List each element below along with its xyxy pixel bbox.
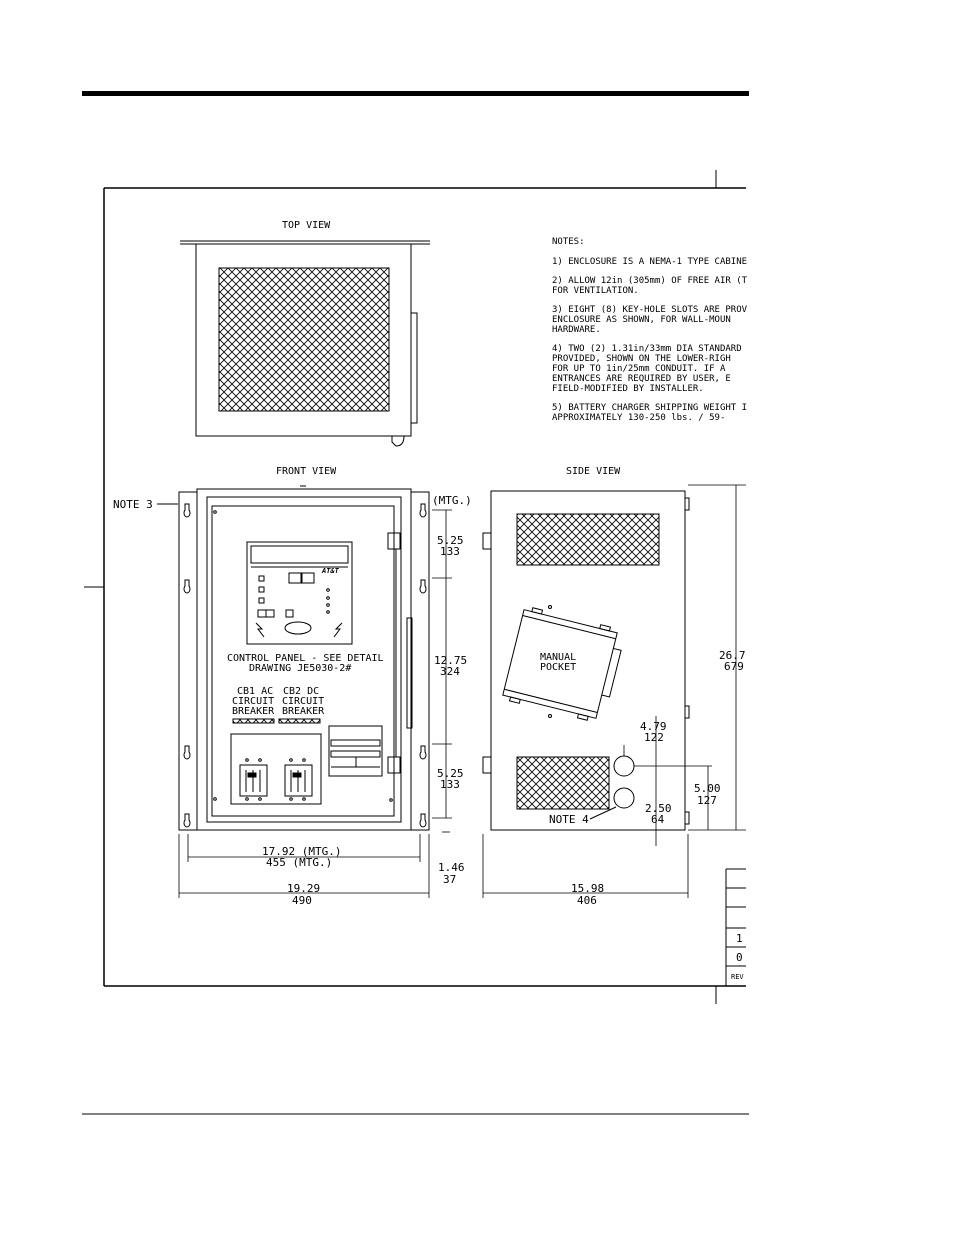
dim-value: 64 [651, 813, 665, 826]
note-line: 3) EIGHT (8) KEY-HOLE SLOTS ARE PROV [552, 305, 748, 315]
dim-value: 4.79 [640, 720, 667, 733]
dim-value: 26.7 [719, 649, 746, 662]
cb2-label: CIRCUIT [282, 696, 324, 707]
note-line: FIELD-MODIFIED BY INSTALLER. [552, 384, 704, 394]
dim-value: 5.25 [437, 534, 464, 547]
revision-number: 0 [736, 951, 743, 964]
note-line: 2) ALLOW 12in (305mm) OF FREE AIR (T [552, 276, 748, 286]
note-line: ENCLOSURE AS SHOWN, FOR WALL-MOUN [552, 315, 731, 325]
note-line: ENTRANCES ARE REQUIRED BY USER, E [552, 374, 731, 384]
note-line: 4) TWO (2) 1.31in/33mm DIA STANDARD [552, 344, 742, 354]
note-line: FOR UP TO 1in/25mm CONDUIT. IF A [552, 364, 726, 374]
notes-block: NOTES: 1) ENCLOSURE IS A NEMA-1 TYPE CAB… [552, 237, 748, 423]
front-vertical-dimensions [432, 509, 452, 833]
revision-number: 1 [736, 932, 743, 945]
dim-value: 5.25 [437, 767, 464, 780]
front-horizontal-dimensions [178, 834, 430, 898]
front-view: FRONT VIEW NOTE 3 (MTG.) [113, 466, 472, 907]
note-line: PROVIDED, SHOWN ON THE LOWER-RIGH [552, 354, 731, 364]
control-panel-caption: DRAWING JE5030-2# [249, 663, 351, 674]
dim-value: 17.92 (MTG.) [262, 845, 341, 858]
note-line: HARDWARE. [552, 325, 601, 335]
side-dimensions [482, 484, 746, 898]
cb1-label: CB1 AC [237, 686, 273, 697]
side-view-title: SIDE VIEW [566, 466, 621, 477]
dim-value: 679 [724, 660, 744, 673]
note4-label: NOTE 4 [549, 813, 589, 826]
title-block [725, 868, 746, 986]
cb1-label: CIRCUIT [232, 696, 274, 707]
dim-value: 122 [644, 731, 664, 744]
side-view: SIDE VIEW [482, 466, 746, 907]
dim-value: 324 [440, 665, 460, 678]
control-panel [246, 541, 353, 645]
dim-value: 406 [577, 894, 597, 907]
header-rule [82, 91, 749, 96]
cb2-label: CB2 DC [283, 686, 319, 697]
note-line: APPROXIMATELY 130-250 lbs. / 59- [552, 413, 725, 423]
att-logo: AT&T [321, 567, 340, 575]
front-view-title: FRONT VIEW [276, 466, 337, 477]
rev-label: REV [731, 973, 744, 981]
top-view: TOP VIEW [180, 220, 430, 447]
dim-value: 5.00 [694, 782, 721, 795]
note3-label: NOTE 3 [113, 498, 153, 511]
mtg-label: (MTG.) [432, 494, 472, 507]
note-line: 1) ENCLOSURE IS A NEMA-1 TYPE CABINE [552, 257, 747, 267]
notes-heading: NOTES: [552, 237, 585, 247]
breaker-panel [213, 510, 393, 805]
manual-pocket-label: MANUAL [540, 652, 576, 663]
cb2-label: BREAKER [282, 706, 325, 717]
drawing-border [84, 170, 746, 1004]
dim-value: 1.46 [438, 861, 465, 874]
dim-value: 15.98 [571, 882, 604, 895]
dim-value: 37 [443, 873, 456, 886]
dim-value: 133 [440, 778, 460, 791]
control-panel-caption: CONTROL PANEL - SEE DETAIL [227, 653, 384, 664]
dim-value: 127 [697, 794, 717, 807]
cb1-label: BREAKER [232, 706, 275, 717]
note-line: 5) BATTERY CHARGER SHIPPING WEIGHT I [552, 403, 747, 413]
dim-value: 455 (MTG.) [266, 856, 332, 869]
manual-pocket-label: POCKET [540, 662, 576, 673]
dim-value: 12.75 [434, 654, 467, 667]
dim-value: 2.50 [645, 802, 672, 815]
dim-value: 19.29 [287, 882, 320, 895]
note-line: FOR VENTILATION. [552, 286, 639, 296]
top-view-title: TOP VIEW [282, 220, 331, 231]
keyhole-slots [183, 503, 427, 828]
dim-value: 490 [292, 894, 312, 907]
dim-value: 133 [440, 545, 460, 558]
